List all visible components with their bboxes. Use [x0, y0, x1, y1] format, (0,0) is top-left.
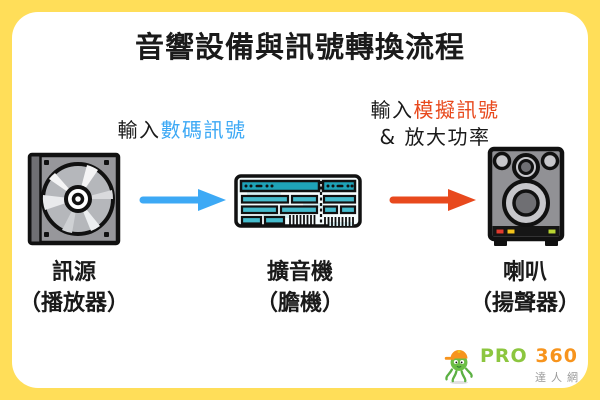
blue-arrow-icon: [139, 189, 226, 211]
device-name: 訊源: [51, 260, 96, 285]
analog-signal-label-line1: 輸入模擬訊號: [347, 97, 523, 124]
logo-text: PRO 360 達人網: [480, 347, 578, 385]
device-alias: （播放器）: [18, 291, 129, 316]
pro360-logo: PRO 360 達人網: [443, 347, 578, 385]
digital-signal-label: 輸入數碼訊號: [62, 117, 302, 144]
amplifier-icon: [234, 174, 362, 228]
analog-signal-label-highlight: 模擬訊號: [413, 98, 500, 122]
device-label-source: 訊源 （播放器）: [0, 257, 148, 319]
speaker-icon: [487, 146, 565, 246]
device-name: 擴音機: [266, 260, 333, 285]
orange-arrow-icon: [389, 189, 476, 211]
octopus-mascot-icon: [444, 350, 473, 385]
logo-brand-360: 360: [535, 345, 578, 367]
logo-brand: PRO 360: [480, 347, 578, 366]
analog-signal-label-line2: & 放大功率: [379, 125, 491, 149]
page-title: 音響設備與訊號轉換流程: [134, 30, 465, 64]
analog-signal-label-prefix: 輸入: [370, 98, 414, 122]
device-name: 喇叭: [502, 260, 547, 285]
cd-player-icon: [27, 152, 121, 246]
device-alias: （揚聲器）: [469, 291, 580, 316]
digital-signal-label-highlight: 數碼訊號: [160, 118, 247, 142]
device-alias: （膽機）: [255, 291, 344, 316]
analog-signal-label: 輸入模擬訊號 & 放大功率: [347, 97, 523, 151]
device-label-speaker: 喇叭 （揚聲器）: [450, 257, 600, 319]
digital-signal-label-prefix: 輸入: [117, 118, 161, 142]
logo-tagline: 達人網: [535, 371, 583, 384]
logo-brand-pro: PRO: [479, 345, 528, 367]
device-label-amplifier: 擴音機 （膽機）: [225, 257, 375, 319]
